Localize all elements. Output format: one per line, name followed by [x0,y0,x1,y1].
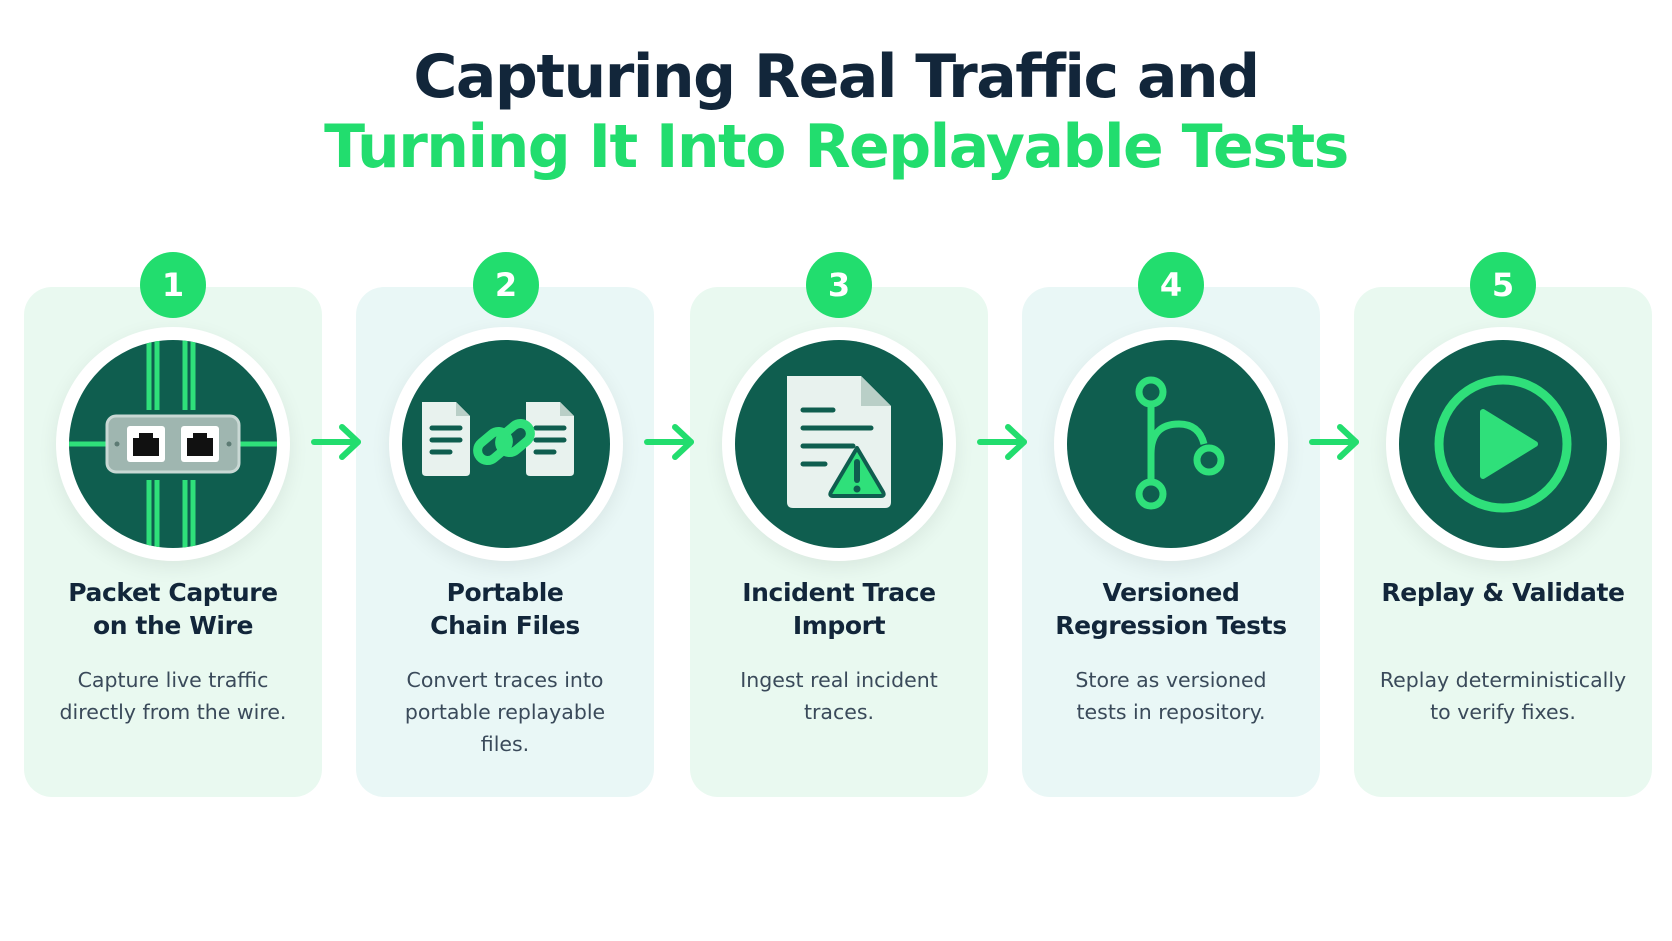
git-branch-icon [1067,340,1275,548]
step-title-4: Versioned Regression Tests [1055,578,1287,640]
page-title-line-1: Capturing Real Traffic and [413,42,1260,112]
linked-files-icon [402,340,610,548]
network-switch-icon [69,340,277,548]
step-description-2: Convert traces into portable replayable … [404,668,606,756]
page-title-line-2: Turning It Into Replayable Tests [324,112,1349,182]
step-description-1: Capture live traffic directly from the w… [59,668,287,724]
arrow-right-icon [310,421,366,467]
step-number-badge-1: 1 [140,252,206,318]
step-title-5: Replay & Validate [1381,578,1625,607]
step-number-badge-5: 5 [1470,252,1536,318]
step-description-4: Store as versioned tests in repository. [1075,668,1267,724]
arrow-right-icon [643,421,699,467]
play-circle-icon [1399,340,1607,548]
step-description-3: Ingest real incident traces. [740,668,938,724]
step-title-1: Packet Capture on the Wire [68,578,278,640]
step-description-5: Replay deterministically to verify fixes… [1379,668,1627,724]
step-number-badge-4: 4 [1138,252,1204,318]
step-number-badge-3: 3 [806,252,872,318]
step-title-3: Incident Trace Import [742,578,936,640]
document-warning-icon [735,340,943,548]
arrow-right-icon [976,421,1032,467]
step-title-2: Portable Chain Files [430,578,580,640]
step-number-badge-2: 2 [473,252,539,318]
arrow-right-icon [1308,421,1364,467]
